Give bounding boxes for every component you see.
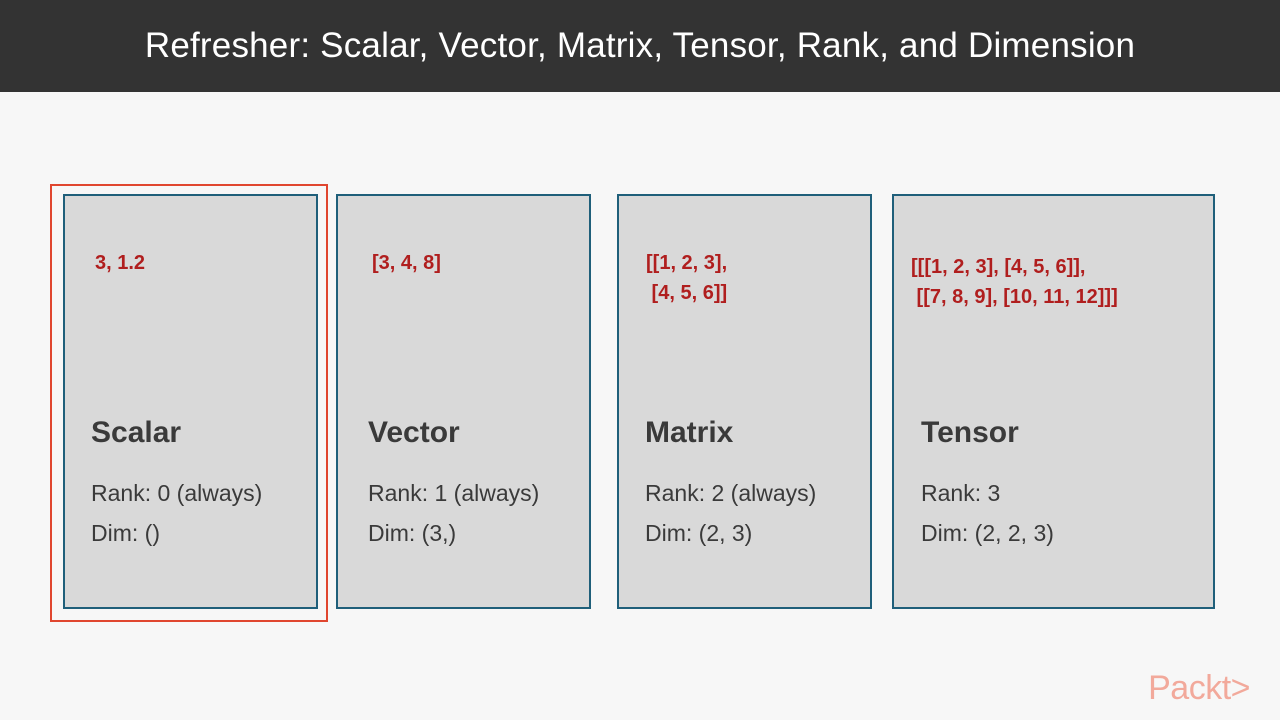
card-rank: Rank: 2 (always) [645,480,817,506]
card-dim: Dim: (2, 3) [645,520,753,546]
card-data: [[1, 2, 3], [4, 5, 6]] [646,252,728,304]
card-scalar: 3, 1.2 Scalar Rank: 0 (always) Dim: () [63,194,318,609]
card-dim: Dim: () [91,520,160,546]
card-dim: Dim: (3,) [368,520,457,546]
card-name: Tensor [921,416,1019,449]
card-data: [3, 4, 8] [372,252,441,274]
packt-logo: Packt> [1148,669,1250,707]
title-bar: Refresher: Scalar, Vector, Matrix, Tenso… [0,0,1280,92]
card-matrix: [[1, 2, 3], [4, 5, 6]] Matrix Rank: 2 (a… [617,194,872,609]
card-tensor: [[[1, 2, 3], [4, 5, 6]], [[7, 8, 9], [10… [892,194,1215,609]
card-data: [[[1, 2, 3], [4, 5, 6]], [[7, 8, 9], [10… [911,256,1118,308]
card-vector: [3, 4, 8] Vector Rank: 1 (always) Dim: (… [336,194,591,609]
slide-title: Refresher: Scalar, Vector, Matrix, Tenso… [144,26,1136,65]
card-rank: Rank: 1 (always) [368,480,540,506]
card-data: 3, 1.2 [95,252,146,274]
card-name: Scalar [91,416,182,449]
card-dim: Dim: (2, 2, 3) [921,520,1054,546]
card-rank: Rank: 3 [921,480,1001,506]
card-name: Vector [368,416,460,449]
card-name: Matrix [645,416,734,449]
card-rank: Rank: 0 (always) [91,480,263,506]
